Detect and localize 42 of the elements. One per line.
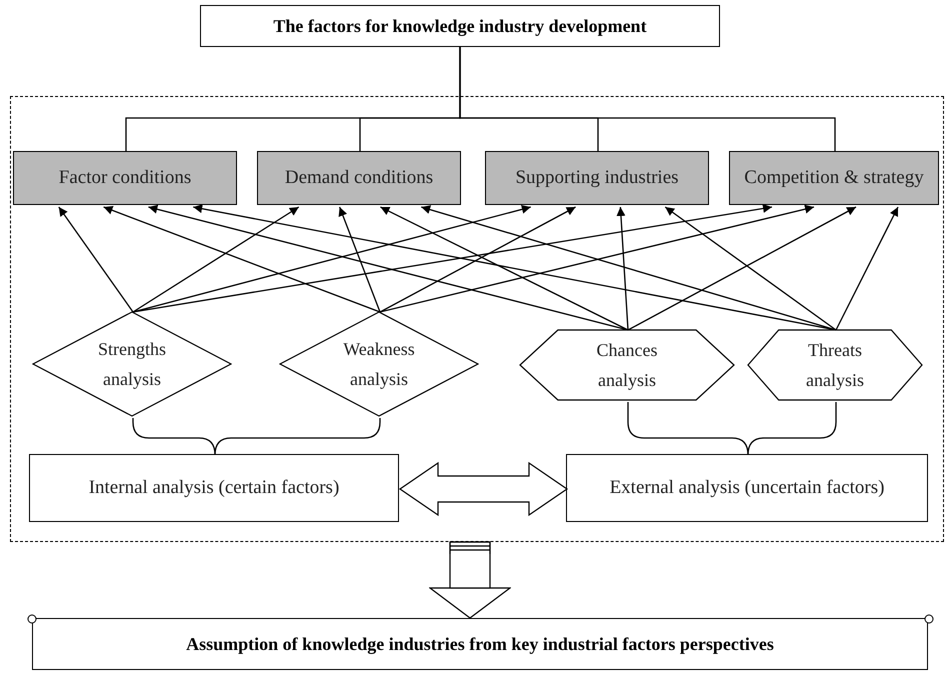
node-label: Demand conditions bbox=[284, 166, 434, 190]
node-label: Threats analysis bbox=[805, 339, 865, 392]
arrow bbox=[421, 205, 836, 331]
brace-connector bbox=[214, 418, 381, 456]
arrow bbox=[338, 206, 381, 312]
arrow bbox=[380, 204, 814, 313]
node-label: Assumption of knowledge industries from key industrial factors perspectives bbox=[186, 632, 774, 656]
analysis-box bbox=[566, 454, 928, 522]
arrow bbox=[835, 206, 899, 330]
factor-box bbox=[257, 151, 461, 205]
analysis-box bbox=[29, 454, 399, 522]
arrow bbox=[132, 206, 300, 313]
arrow bbox=[148, 204, 628, 331]
node-label: External analysis (uncertain factors) bbox=[610, 476, 884, 500]
brace-connector bbox=[627, 402, 749, 456]
arrow bbox=[664, 206, 836, 331]
dashed-group-frame bbox=[10, 96, 944, 542]
brace-connector bbox=[132, 418, 216, 456]
node-label: The factors for knowledge industry development bbox=[273, 14, 647, 38]
factor-box bbox=[13, 151, 237, 205]
node-label: Strengths analysis bbox=[96, 338, 167, 391]
factor-box bbox=[729, 151, 939, 205]
node-label: Supporting industries bbox=[515, 166, 679, 190]
node-label: Internal analysis (certain factors) bbox=[88, 476, 340, 500]
node-label: Competition & strategy bbox=[744, 166, 924, 190]
arrow bbox=[628, 206, 856, 331]
node-label: Chances analysis bbox=[596, 339, 658, 392]
arrow bbox=[132, 204, 772, 313]
node-label: Weakness analysis bbox=[342, 338, 416, 391]
factor-box bbox=[485, 151, 709, 205]
arrow bbox=[132, 204, 531, 313]
brace-connector bbox=[747, 402, 837, 456]
arrow bbox=[616, 206, 629, 330]
double-block-arrow bbox=[398, 462, 568, 516]
title-box bbox=[200, 5, 720, 47]
arrow bbox=[380, 206, 576, 313]
arrow bbox=[103, 206, 380, 313]
arrow bbox=[58, 206, 134, 312]
node-label: Factor conditions bbox=[58, 166, 192, 190]
tree-connector bbox=[459, 47, 836, 152]
arrow bbox=[380, 206, 628, 331]
arrow bbox=[193, 204, 836, 331]
